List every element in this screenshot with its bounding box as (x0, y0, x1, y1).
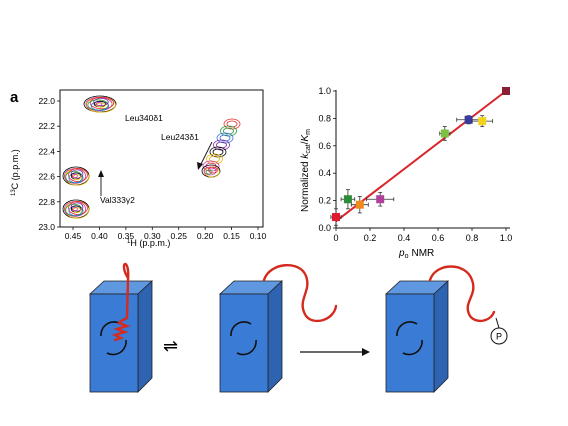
nmr-y-tick-label: 22.0 (38, 96, 55, 106)
nmr-x-tick-label: 0.20 (197, 231, 214, 241)
phospho-tail (428, 265, 496, 323)
nmr-contour (205, 169, 213, 175)
nmr-contour (216, 132, 234, 144)
scatter-point-5 (456, 115, 481, 125)
nmr-contour (89, 96, 115, 110)
nmr-contour (68, 168, 88, 182)
scatter-point-0 (330, 208, 342, 226)
nmr-contour (213, 139, 230, 151)
scatter-point-6 (471, 115, 493, 128)
nmr-contour (212, 148, 224, 156)
scatter-marker (478, 117, 487, 126)
nmr-y-tick-label: 23.0 (38, 222, 55, 232)
leu243-arrowhead (197, 162, 203, 170)
nmr-contour (206, 153, 223, 165)
equilibrium-arrow: ⇌ (163, 336, 178, 356)
scatter-y-tick-label: 0.4 (318, 168, 331, 178)
nmr-x-tick-label: 0.40 (91, 231, 108, 241)
scatter-y-tick-label: 0.8 (318, 113, 331, 123)
nmr-contour (226, 120, 238, 128)
scatter-x-tick-label: 0.6 (432, 233, 445, 243)
nmr-y-tick-label: 22.6 (38, 172, 55, 182)
nmr-x-tick-label: 0.30 (144, 231, 161, 241)
scatter-y-tick-label: 1.0 (318, 86, 331, 96)
nmr-contour (216, 141, 227, 149)
scatter-x-tick-label: 0.8 (466, 233, 479, 243)
peak-label-val333: Val333γ2 (100, 195, 135, 205)
kinase-box-closed (88, 262, 154, 393)
phosphate-label: P (496, 332, 502, 342)
scatter-y-tick-label: 0.0 (318, 223, 331, 233)
conformation-schematic: ⇌ P (88, 262, 508, 393)
reaction-arrowhead (362, 348, 370, 356)
nmr-contour (209, 155, 220, 163)
nmr-x-tick-label: 0.10 (250, 231, 267, 241)
nmr-contour (90, 101, 110, 111)
nmr-contour (203, 166, 217, 176)
scatter-x-tick-label: 0 (333, 233, 338, 243)
nmr-contour (68, 201, 88, 215)
scatter-y-ticks: 0.0 0.2 0.4 0.6 0.8 1.0 (318, 86, 336, 233)
nmr-contour (223, 118, 241, 130)
nmr-plot-frame (59, 89, 264, 228)
val333-arrowhead (98, 170, 104, 177)
nmr-contour (209, 146, 227, 158)
nmr-contour (219, 134, 231, 142)
scatter-marker (355, 200, 364, 209)
scatter-x-ticks: 0 0.2 0.4 0.6 0.8 1.0 (333, 228, 512, 243)
nmr-x-tick-label: 0.45 (65, 231, 82, 241)
scatter-point-1 (340, 189, 356, 210)
nmr-y-tick-label: 22.2 (38, 121, 55, 131)
scatter-marker (502, 87, 510, 95)
nmr-x-tick-label: 0.25 (170, 231, 187, 241)
panel-label: a (10, 89, 19, 106)
scatter-marker (332, 213, 340, 222)
scatter-marker (376, 195, 385, 204)
scatter-x-tick-label: 1.0 (500, 233, 513, 243)
nmr-contour (220, 125, 237, 137)
nmr-x-tick-label: 0.15 (223, 231, 240, 241)
nmr-y-tick-label: 22.8 (38, 197, 55, 207)
scatter-y-tick-label: 0.6 (318, 141, 331, 151)
scatter-points (330, 87, 510, 226)
nmr-contour (95, 102, 103, 106)
scatter-marker (343, 195, 352, 204)
kinase-box-phosphorylated: P (384, 265, 508, 393)
nmr-contours (62, 95, 241, 219)
peak-label-leu243: Leu243δ1 (161, 132, 199, 142)
kinase-box-open (218, 263, 338, 393)
nmr-y-tick-label: 22.4 (38, 146, 55, 156)
nmr-contour (72, 173, 78, 179)
nmr-contour (70, 202, 84, 212)
peak-label-leu340: Leu340δ1 (125, 113, 163, 123)
nmr-contour (202, 160, 220, 172)
scatter-x-tick-label: 0.2 (364, 233, 377, 243)
nmr-x-tick-label: 0.35 (118, 231, 135, 241)
nmr-y-axis-label: 13C (p.p.m.) (10, 149, 20, 196)
nmr-contour (72, 206, 78, 212)
scatter-point-7 (502, 87, 510, 95)
tucked-tail (111, 262, 131, 342)
nmr-x-axis-label: 1H (p.p.m.) (127, 238, 170, 248)
nmr-contour (93, 97, 109, 107)
scatter-point-3 (366, 191, 395, 207)
scatter-marker (440, 129, 449, 138)
nmr-y-ticks: 22.0 22.2 22.4 22.6 22.8 23.0 (38, 96, 60, 232)
scatter-marker (464, 115, 473, 124)
leu243-shift-arrow (199, 141, 213, 167)
nmr-contour (70, 169, 84, 179)
scatter-y-axis-label: Normalized kcat/Km (300, 129, 312, 212)
nmr-x-ticks: 0.45 0.40 0.35 0.30 0.25 0.20 0.15 0.10 (65, 227, 267, 241)
scatter-x-tick-label: 0.4 (398, 233, 411, 243)
extended-tail (262, 263, 338, 323)
scatter-point-4 (439, 126, 451, 141)
scatter-y-tick-label: 0.2 (318, 196, 331, 206)
scatter-point-2 (350, 196, 369, 214)
nmr-contour (223, 127, 234, 135)
fit-line (335, 90, 507, 222)
